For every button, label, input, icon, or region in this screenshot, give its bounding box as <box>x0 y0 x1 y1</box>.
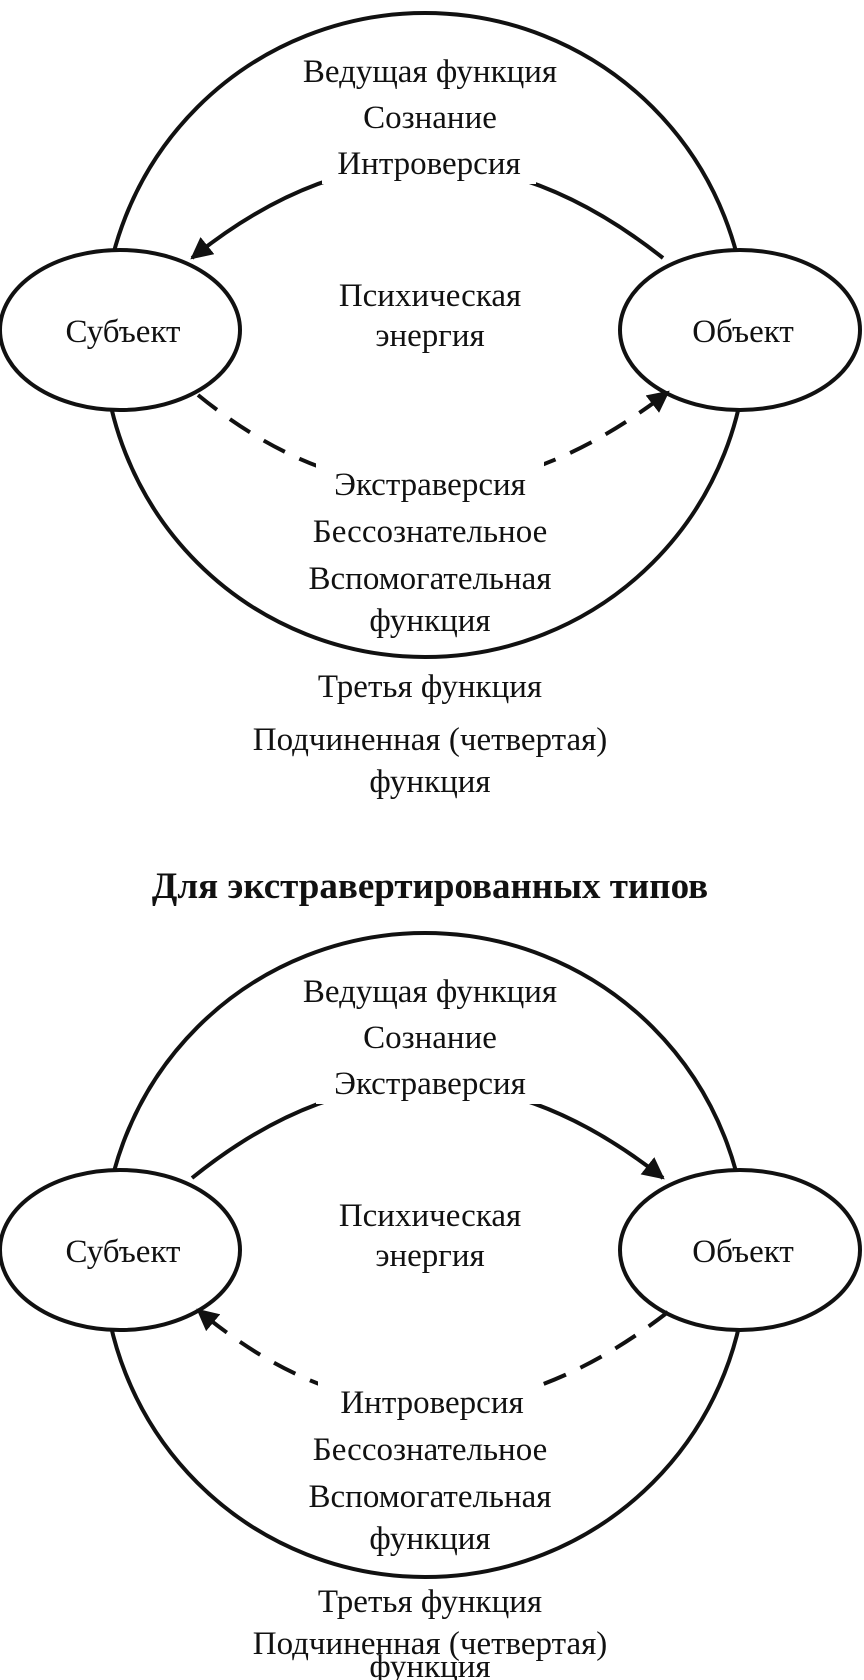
auxiliary-function-line2: функция <box>369 603 490 639</box>
leading-function-label: Ведущая функция <box>303 974 557 1010</box>
section-heading: Для экстравертированных типов <box>152 866 708 907</box>
extraversion-label: Экстраверсия <box>334 1066 526 1102</box>
diagram-extraverted: Ведущая функция Сознание Экстраверсия Су… <box>0 931 862 1680</box>
object-ellipse <box>618 1168 862 1332</box>
leading-function-label: Ведущая функция <box>303 54 557 90</box>
inferior-function-line1: Подчиненная (четвертая) <box>253 722 608 758</box>
object-ellipse <box>618 248 862 412</box>
auxiliary-function-line2: функция <box>369 1521 490 1557</box>
energy-label-line1: Психическая <box>339 278 521 314</box>
subject-label: Субъект <box>66 314 181 350</box>
energy-label-line2: энергия <box>375 1238 484 1274</box>
inferior-function-line2: функция <box>369 1649 490 1680</box>
extraversion-label: Экстраверсия <box>334 467 526 503</box>
object-label: Объект <box>692 1234 794 1270</box>
label-mask <box>322 140 536 184</box>
subject-ellipse <box>0 1168 242 1332</box>
label-mask <box>318 1380 540 1424</box>
auxiliary-function-line1: Вспомогательная <box>309 561 552 597</box>
diagram-introverted: Ведущая функция Сознание Интроверсия Суб… <box>0 11 862 800</box>
unconscious-label: Бессознательное <box>313 514 548 550</box>
energy-label-line2: энергия <box>375 318 484 354</box>
third-function-label: Третья функция <box>318 1584 542 1620</box>
consciousness-label: Сознание <box>363 100 497 136</box>
third-function-label: Третья функция <box>318 669 542 705</box>
introversion-label: Интроверсия <box>337 146 520 182</box>
inferior-function-line1: Подчиненная (четвертая) <box>253 1626 608 1662</box>
label-mask <box>316 462 544 506</box>
energy-label-line1: Психическая <box>339 1198 521 1234</box>
object-label: Объект <box>692 314 794 350</box>
unconscious-label: Бессознательное <box>313 1432 548 1468</box>
subject-ellipse <box>0 248 242 412</box>
subject-label: Субъект <box>66 1234 181 1270</box>
introversion-label: Интроверсия <box>340 1385 523 1421</box>
consciousness-label: Сознание <box>363 1020 497 1056</box>
auxiliary-function-line1: Вспомогательная <box>309 1479 552 1515</box>
label-mask <box>316 1060 544 1104</box>
inferior-function-line2: функция <box>369 764 490 800</box>
